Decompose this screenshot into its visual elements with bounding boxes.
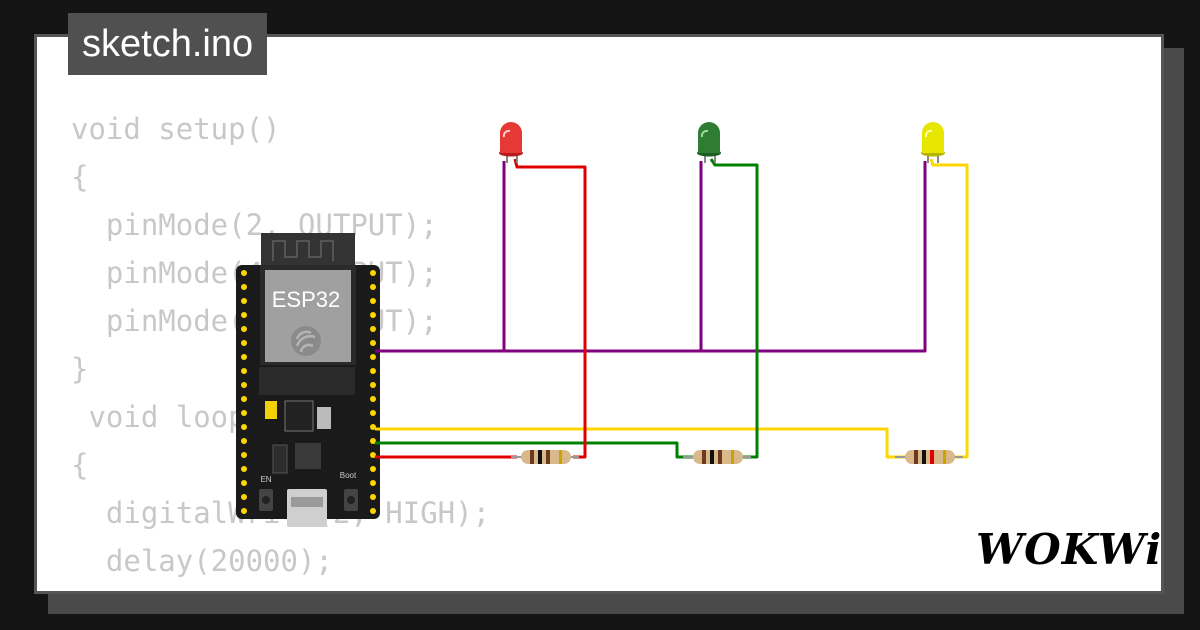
- red-led-wire[interactable]: [513, 158, 587, 459]
- code-line: }: [71, 352, 89, 386]
- esp32-board[interactable]: ESP32 EN Boot: [236, 233, 380, 527]
- antenna-trace: [272, 240, 334, 261]
- pin-header-left: [241, 270, 247, 514]
- smd-component: [272, 444, 288, 474]
- usb-uart-chip: [295, 443, 321, 469]
- file-tab[interactable]: sketch.ino: [68, 13, 268, 75]
- en-button-cap: [262, 496, 270, 504]
- board-label: ESP32: [272, 287, 341, 312]
- led-yellow[interactable]: [921, 122, 945, 163]
- led-green[interactable]: [697, 122, 721, 163]
- resistor-yellow[interactable]: [895, 450, 963, 464]
- code-line: void setup(): [71, 112, 281, 146]
- code-line: {: [71, 448, 89, 482]
- voltage-regulator: [284, 400, 314, 432]
- resistor-red[interactable]: [511, 450, 579, 464]
- gnd-wire-main: [375, 161, 927, 353]
- led-red[interactable]: [499, 122, 523, 163]
- pin-header-right: [370, 270, 376, 514]
- code-line: {: [71, 160, 89, 194]
- module-castellations: [259, 367, 355, 395]
- resistor-green[interactable]: [683, 450, 751, 464]
- code-line: pinMode(2, OUTPUT);: [71, 208, 438, 242]
- gnd-wire[interactable]: [375, 161, 927, 353]
- espressif-logo-icon: [291, 326, 321, 356]
- yellow-led-wire[interactable]: [929, 158, 969, 459]
- project-preview-panel: void setup(){ pinMode(2, OUTPUT); pinMod…: [34, 34, 1164, 594]
- boot-button-cap: [347, 496, 355, 504]
- wokwi-logo: WOKWi: [976, 525, 1163, 574]
- green-led-wire[interactable]: [709, 158, 759, 459]
- micro-usb-port: [287, 489, 327, 527]
- smd-component: [265, 401, 277, 419]
- circuit-diagram: ESP32 EN Boot: [236, 122, 969, 527]
- regulator-tab: [317, 407, 331, 429]
- boot-label: Boot: [340, 471, 357, 480]
- code-line: delay(20000);: [71, 544, 333, 578]
- en-label: EN: [260, 475, 271, 484]
- usb-opening: [291, 497, 323, 507]
